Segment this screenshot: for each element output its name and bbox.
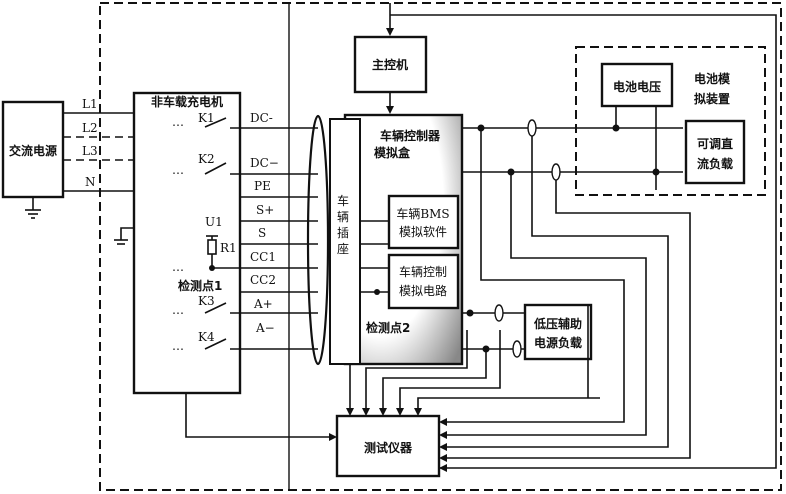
battery-simulator-label-2: 拟装置 bbox=[694, 91, 730, 106]
junction-dot bbox=[466, 309, 474, 317]
label-l1: L1 bbox=[82, 97, 98, 111]
switch-k4: … K4 bbox=[172, 330, 289, 353]
arrow-icon bbox=[386, 28, 394, 36]
vehicle-inlet-panel bbox=[329, 118, 361, 365]
label-k2: K2 bbox=[198, 152, 215, 166]
battery-voltage-box bbox=[600, 62, 674, 108]
master-controller-box bbox=[353, 35, 428, 94]
charger-ground-wire bbox=[120, 227, 134, 240]
ground-icon bbox=[25, 209, 41, 219]
vehicle-inlet-connector bbox=[306, 114, 330, 366]
arrow-icons-top bbox=[346, 408, 422, 416]
dots: … bbox=[172, 303, 184, 317]
terminal-pe: PE bbox=[254, 179, 271, 193]
terminal-grid bbox=[240, 196, 289, 293]
connector-wires bbox=[289, 127, 318, 350]
bms-software-label-1: 车辆BMS bbox=[396, 206, 449, 221]
dots: … bbox=[172, 163, 184, 177]
dots: … bbox=[172, 115, 184, 129]
dots: … bbox=[172, 260, 184, 274]
current-probe-icon bbox=[527, 119, 537, 137]
junction-dot bbox=[374, 289, 380, 295]
dots: … bbox=[172, 339, 184, 353]
test-point-1-label: 检测点1 bbox=[178, 278, 222, 293]
terminal-s-plus: S+ bbox=[256, 203, 274, 217]
control-circuit-box bbox=[387, 253, 460, 310]
terminal-cc2: CC2 bbox=[250, 273, 276, 287]
test-point-1-wire bbox=[185, 393, 330, 438]
vehicle-controller-label-2: 模拟盒 bbox=[374, 145, 411, 160]
charger-title: 非车载充电机 bbox=[151, 94, 223, 109]
measurement-wires-top bbox=[349, 330, 600, 410]
test-point-2-label: 检测点2 bbox=[366, 320, 410, 335]
ac-source-box bbox=[1, 100, 65, 199]
off-board-charger-box bbox=[132, 91, 242, 395]
switch-k1: … K1 bbox=[172, 111, 289, 129]
terminal-a-minus: A− bbox=[255, 321, 275, 335]
control-circuit-label-2: 模拟电路 bbox=[399, 283, 447, 298]
inlet-char-3: 插 bbox=[337, 226, 349, 240]
bms-software-label-2: 模拟软件 bbox=[399, 225, 447, 239]
lv-aux-load-label-2: 电源负载 bbox=[534, 335, 582, 350]
outer-test-boundary bbox=[99, 2, 782, 491]
master-controller-label: 主控机 bbox=[372, 57, 408, 72]
inlet-char-1: 车 bbox=[337, 193, 349, 208]
terminal-dc-minus-2: DC− bbox=[250, 156, 279, 170]
switch-k3: … K3 bbox=[172, 294, 289, 317]
ground-icon bbox=[114, 239, 128, 245]
vehicle-controller-label-1: 车辆控制器 bbox=[380, 128, 441, 143]
arrow-icon bbox=[329, 433, 337, 441]
label-u1: U1 bbox=[205, 215, 223, 229]
bms-software-box bbox=[387, 194, 460, 250]
current-probe-icon bbox=[494, 304, 504, 322]
label-r1: R1 bbox=[220, 241, 237, 255]
battery-voltage-label: 电池电压 bbox=[613, 79, 661, 94]
ac-source-label: 交流电源 bbox=[9, 143, 57, 158]
arrow-icon bbox=[386, 106, 394, 114]
inlet-char-4: 座 bbox=[337, 241, 349, 256]
terminal-cc1: CC1 bbox=[250, 250, 276, 264]
switch-k2: … K2 bbox=[172, 152, 289, 177]
label-k1: K1 bbox=[198, 111, 215, 125]
label-k4: K4 bbox=[198, 330, 215, 344]
inlet-char-2: 辆 bbox=[337, 210, 349, 224]
current-probe-icon bbox=[512, 340, 522, 358]
terminal-s: S bbox=[258, 226, 266, 240]
label-k3: K3 bbox=[198, 294, 215, 308]
lv-aux-load-label-1: 低压辅助 bbox=[533, 316, 582, 331]
measurement-wires-right bbox=[390, 14, 777, 469]
junction-dot bbox=[612, 124, 620, 132]
dc-load-box bbox=[684, 119, 746, 185]
label-l2: L2 bbox=[82, 121, 98, 135]
test-instrument-label: 测试仪器 bbox=[364, 440, 413, 455]
test-instrument-box bbox=[335, 414, 441, 478]
current-probe-icon bbox=[551, 163, 561, 181]
lv-aux-load-box bbox=[523, 303, 593, 361]
dc-load-label-1: 可调直 bbox=[697, 136, 733, 151]
label-l3: L3 bbox=[82, 144, 98, 158]
battery-simulator-label-1: 电池模 bbox=[694, 71, 731, 86]
arrow-icons-right bbox=[439, 418, 447, 472]
terminal-dc-minus-1: DC- bbox=[250, 111, 273, 125]
terminal-a-plus: A+ bbox=[253, 297, 273, 311]
dc-load-label-2: 流负载 bbox=[697, 156, 733, 171]
label-n: N bbox=[85, 175, 96, 189]
control-circuit-label-1: 车辆控制 bbox=[399, 264, 447, 279]
